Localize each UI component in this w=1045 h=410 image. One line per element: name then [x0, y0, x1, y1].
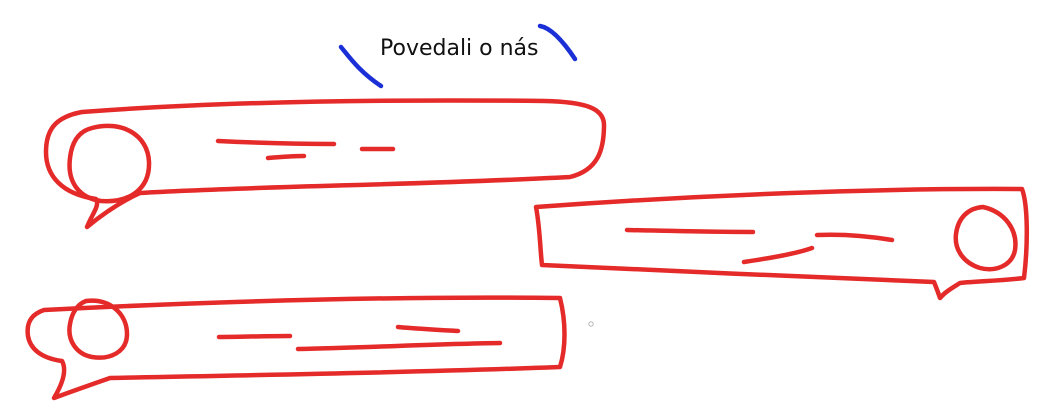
avatar-circle [67, 123, 152, 204]
testimonial-bubble-3 [25, 295, 567, 401]
bubble-2-text-line-1b [814, 232, 895, 243]
bubble-3-text-line-1b [395, 324, 461, 334]
testimonial-bubble-1 [43, 98, 607, 230]
left-accent-stroke [338, 44, 384, 89]
bubble-outline [25, 295, 567, 401]
bubble-3-text-line-2 [295, 340, 503, 352]
bubble-outline [43, 98, 607, 230]
section-title: Povedali o nás [380, 36, 539, 61]
stray-dot [588, 321, 594, 327]
right-accent-stroke [537, 23, 578, 62]
bubble-outline [533, 186, 1030, 301]
avatar-circle [953, 204, 1018, 272]
heading-accent-strokes [338, 23, 578, 89]
bubble-2-text-line-2 [741, 245, 815, 265]
bubble-3-text-line-1 [216, 333, 293, 340]
testimonial-bubble-2 [533, 186, 1030, 301]
bubble-1-text-line-2 [265, 153, 307, 161]
bubble-2-text-line-1 [624, 227, 756, 235]
avatar-circle [67, 298, 130, 360]
bubble-1-text-line-1 [215, 138, 337, 147]
